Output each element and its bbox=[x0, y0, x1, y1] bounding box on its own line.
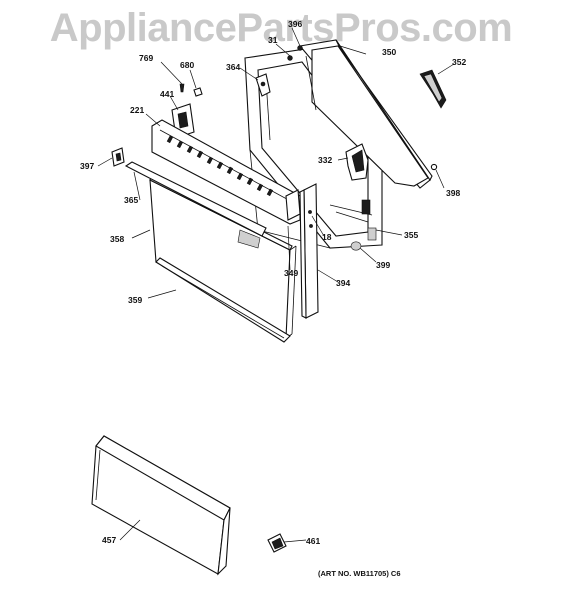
callout-221: 221 bbox=[130, 105, 144, 115]
door-gasket-part bbox=[419, 69, 447, 109]
callout-31: 31 bbox=[268, 35, 278, 45]
art-number-label: (ART NO. WB11705) C6 bbox=[318, 569, 401, 578]
drawer-clip-part bbox=[267, 533, 287, 553]
callout-394: 394 bbox=[336, 278, 350, 288]
callout-461: 461 bbox=[306, 536, 320, 546]
screw-part-769 bbox=[179, 83, 185, 93]
callout-364: 364 bbox=[226, 62, 240, 72]
callout-359: 359 bbox=[128, 295, 142, 305]
callout-769: 769 bbox=[139, 53, 153, 63]
bottom-trim-part bbox=[155, 257, 291, 343]
callout-441: 441 bbox=[160, 89, 174, 99]
spacer-part-399 bbox=[350, 241, 362, 251]
leader-lines bbox=[97, 27, 455, 543]
callout-349: 349 bbox=[284, 268, 298, 278]
drawer-panel-part bbox=[91, 435, 231, 576]
clip-part-397 bbox=[111, 147, 125, 167]
callout-358: 358 bbox=[110, 234, 124, 244]
side-trim-part bbox=[285, 183, 319, 319]
callout-680: 680 bbox=[180, 60, 194, 70]
callout-457: 457 bbox=[102, 535, 116, 545]
callout-399: 399 bbox=[376, 260, 390, 270]
bracket-part-364 bbox=[255, 73, 271, 97]
callout-labels: 396 31 350 769 680 364 352 441 221 332 3… bbox=[80, 19, 466, 546]
door-handle-part bbox=[124, 161, 267, 249]
hinge-bracket-part bbox=[345, 143, 369, 181]
screw-part-398 bbox=[430, 163, 438, 171]
watermark-logo: AppliancePartsPros.com bbox=[49, 6, 513, 50]
door-glass-panel bbox=[298, 39, 433, 189]
callout-18: 18 bbox=[322, 232, 332, 242]
hinge-part-441 bbox=[171, 103, 195, 139]
callout-397: 397 bbox=[80, 161, 94, 171]
screw-part-396 bbox=[297, 45, 303, 51]
clip-part-680 bbox=[193, 87, 203, 97]
callout-398: 398 bbox=[446, 188, 460, 198]
vent-trim-part bbox=[151, 119, 301, 225]
screw-part-31 bbox=[287, 55, 293, 61]
callout-352: 352 bbox=[452, 57, 466, 67]
callout-355: 355 bbox=[404, 230, 418, 240]
callout-365: 365 bbox=[124, 195, 138, 205]
callout-396: 396 bbox=[288, 19, 302, 29]
callout-332: 332 bbox=[318, 155, 332, 165]
callout-350: 350 bbox=[382, 47, 396, 57]
